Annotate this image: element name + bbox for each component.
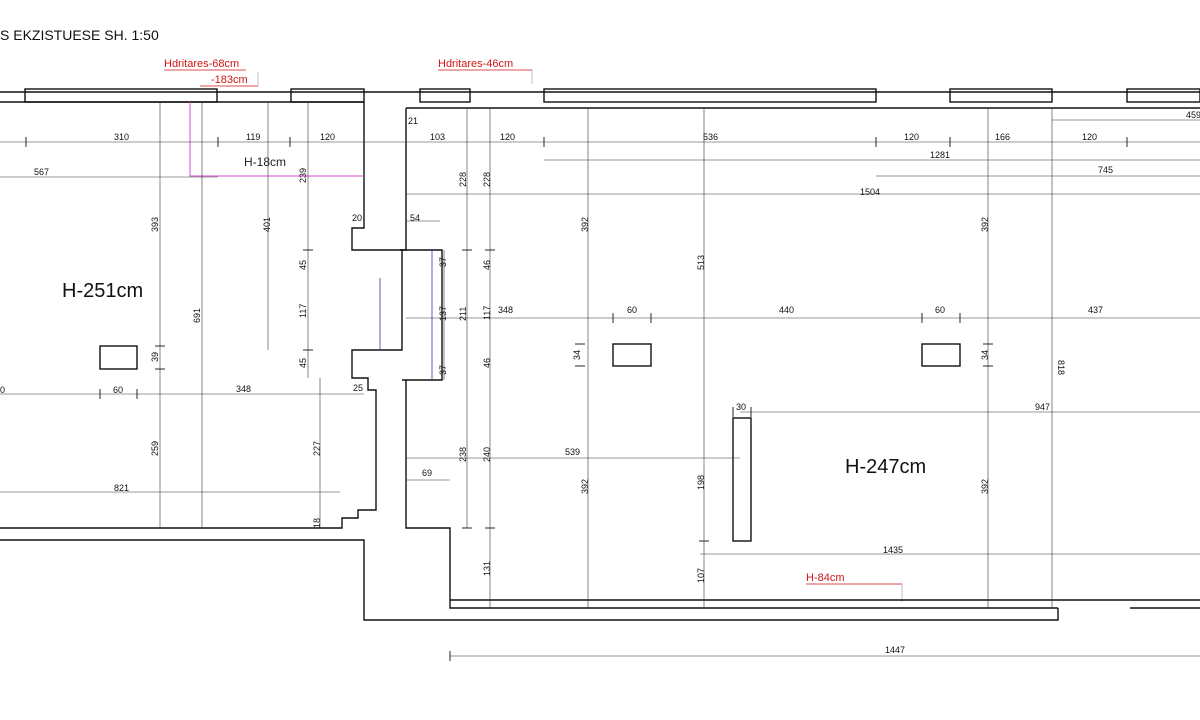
dim-label: 60: [935, 305, 945, 315]
dim-label: 440: [779, 305, 794, 315]
dim-label: 818: [1056, 360, 1066, 375]
dim-label: 392: [580, 217, 590, 232]
pillar: [732, 417, 752, 542]
window-frame: [949, 88, 1053, 103]
dim-label: 107: [696, 568, 706, 583]
window-frame: [1126, 88, 1200, 103]
dim-label: 567: [34, 167, 49, 177]
window-left-note: Hdritares-68cm: [164, 58, 239, 70]
dim-label: 18: [312, 518, 322, 528]
dim-label: 45: [298, 358, 308, 368]
dim-label: 120: [904, 132, 919, 142]
dim-label: 131: [482, 561, 492, 576]
bottom-wall: [0, 539, 1059, 621]
window-frame: [419, 88, 471, 103]
horizontal-dimensions: 310 119 120 567 21 103 120 536 120 166 1…: [0, 110, 1200, 655]
chimney-block: [402, 249, 443, 381]
window-frame: [543, 88, 877, 103]
window-bottom-note: H-84cm: [806, 572, 845, 584]
dim-label: 103: [430, 132, 445, 142]
dim-label: 239: [298, 168, 308, 183]
dim-label: 120: [320, 132, 335, 142]
dim-label: 513: [696, 255, 706, 270]
tick-marks: [25, 137, 1128, 661]
dim-label: 211: [458, 307, 468, 321]
dim-label: 392: [980, 479, 990, 494]
dim-label: 46: [482, 260, 492, 270]
dim-label: 238: [458, 447, 468, 462]
dim-label: 45: [298, 260, 308, 270]
right-room-lower-wall: [405, 380, 1058, 609]
dim-label: 60: [627, 305, 637, 315]
dim-label: 1281: [930, 150, 950, 160]
dim-label: 392: [580, 479, 590, 494]
dim-label: 348: [498, 305, 513, 315]
dim-label: 34: [572, 350, 582, 360]
dim-label: 0: [0, 385, 5, 395]
dim-label: 137: [438, 306, 448, 321]
dim-label: 117: [482, 306, 492, 320]
dim-label: 30: [736, 402, 746, 412]
left-room-outline: [0, 102, 403, 529]
dim-label: 240: [482, 447, 492, 462]
dimension-lines: [0, 102, 1200, 657]
dim-label: 39: [150, 352, 160, 362]
window-left-subnote: -183cm: [211, 74, 248, 86]
dim-label: 25: [353, 383, 363, 393]
dim-label: 60: [113, 385, 123, 395]
dim-label: 34: [980, 350, 990, 360]
column: [99, 345, 138, 370]
dim-label: 227: [312, 441, 322, 456]
right-room-height: H-247cm: [845, 456, 926, 478]
dim-label: 1447: [885, 645, 905, 655]
dim-label: 37: [438, 257, 448, 267]
dim-label: 37: [438, 365, 448, 375]
dim-label: 119: [246, 132, 260, 142]
dim-label: 120: [500, 132, 515, 142]
dim-label: 392: [980, 217, 990, 232]
dim-label: 348: [236, 384, 251, 394]
left-room-height: H-251cm: [62, 280, 143, 302]
walls: [0, 88, 1200, 621]
column: [921, 343, 961, 367]
dim-label: 259: [150, 441, 160, 456]
dim-label: 745: [1098, 165, 1113, 175]
dim-label: 691: [192, 308, 202, 323]
dim-label: 1435: [883, 545, 903, 555]
dim-label: 228: [482, 172, 492, 187]
dim-label: 821: [114, 483, 129, 493]
drawing-title: S EKZISTUESE SH. 1:50: [0, 27, 159, 43]
dim-label: 21: [408, 116, 418, 126]
dim-label: 393: [150, 217, 160, 232]
dim-label: 310: [114, 132, 129, 142]
column: [612, 343, 652, 367]
beam-outline: [189, 102, 364, 177]
dim-label: 437: [1088, 305, 1103, 315]
dim-label: 401: [262, 217, 272, 232]
window-frame: [24, 88, 218, 103]
dim-label: 198: [696, 475, 706, 490]
dim-label: 46: [482, 358, 492, 368]
dim-label: 228: [458, 172, 468, 187]
dim-label: 117: [298, 304, 308, 318]
dim-label: 947: [1035, 402, 1050, 412]
vertical-dimensions: 393 691 401 239 45 117 45 39 259 227 18 …: [150, 168, 1066, 583]
right-room-left-wall: [400, 108, 407, 251]
dim-label: 54: [410, 213, 420, 223]
beam-height-note: H-18cm: [244, 155, 286, 169]
dim-label: 120: [1082, 132, 1097, 142]
dim-label: 69: [422, 468, 432, 478]
dim-label: 536: [703, 132, 718, 142]
window-frame: [290, 88, 365, 103]
dim-label: 539: [565, 447, 580, 457]
dim-label: 166: [995, 132, 1010, 142]
window-mid-note: Hdritares-46cm: [438, 58, 513, 70]
dim-label: 459: [1186, 110, 1200, 120]
dim-label: 1504: [860, 187, 880, 197]
dim-label: 20: [352, 213, 362, 223]
